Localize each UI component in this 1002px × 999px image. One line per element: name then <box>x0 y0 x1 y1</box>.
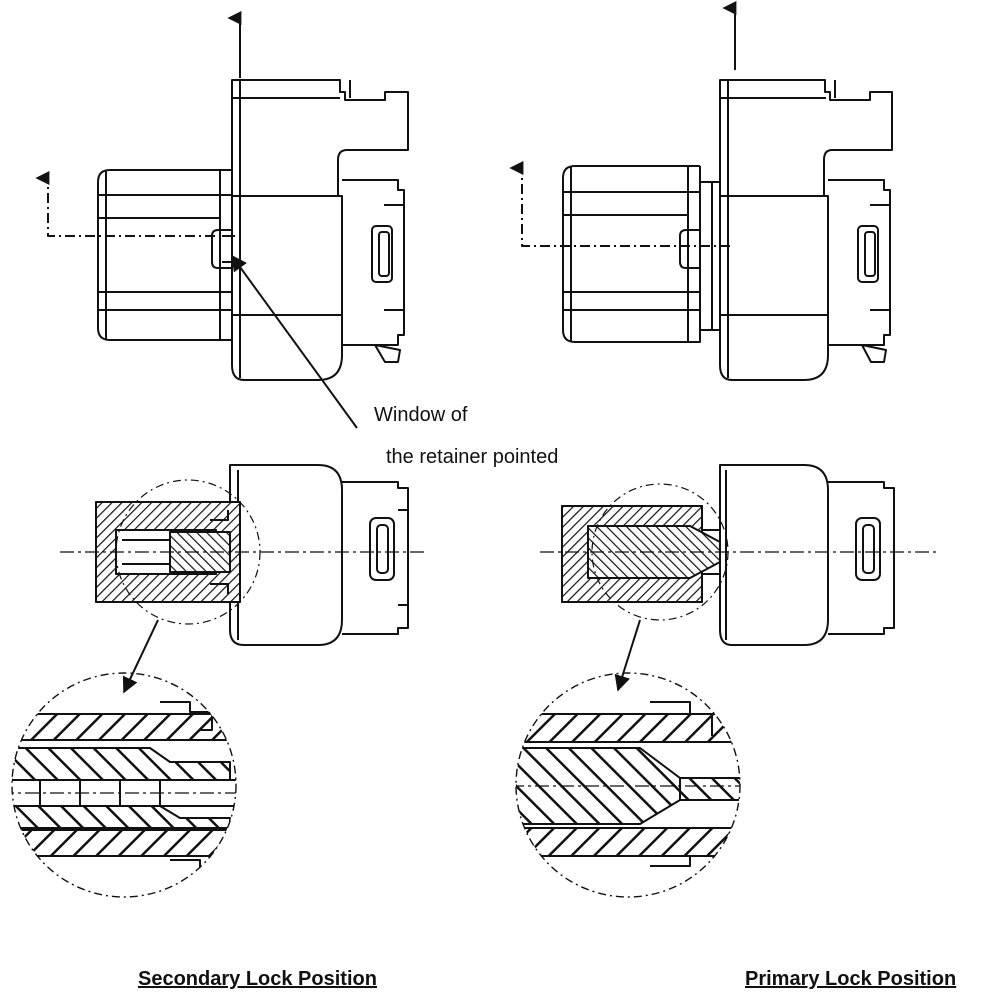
annotation-line-1: Window of <box>374 404 468 426</box>
leader-line <box>231 254 358 429</box>
connector-top-view-primary <box>509 1 893 381</box>
caption-secondary-lock: Secondary Lock Position <box>138 968 377 990</box>
connector-section-primary <box>540 464 940 646</box>
caption-primary-lock: Primary Lock Position <box>745 968 957 990</box>
connector-top-view-secondary <box>35 11 409 381</box>
detail-view-primary <box>515 672 741 898</box>
connector-section-secondary <box>60 464 428 646</box>
annotation-line-2: the retainer pointed <box>386 446 559 468</box>
detail-view-secondary <box>11 672 237 898</box>
